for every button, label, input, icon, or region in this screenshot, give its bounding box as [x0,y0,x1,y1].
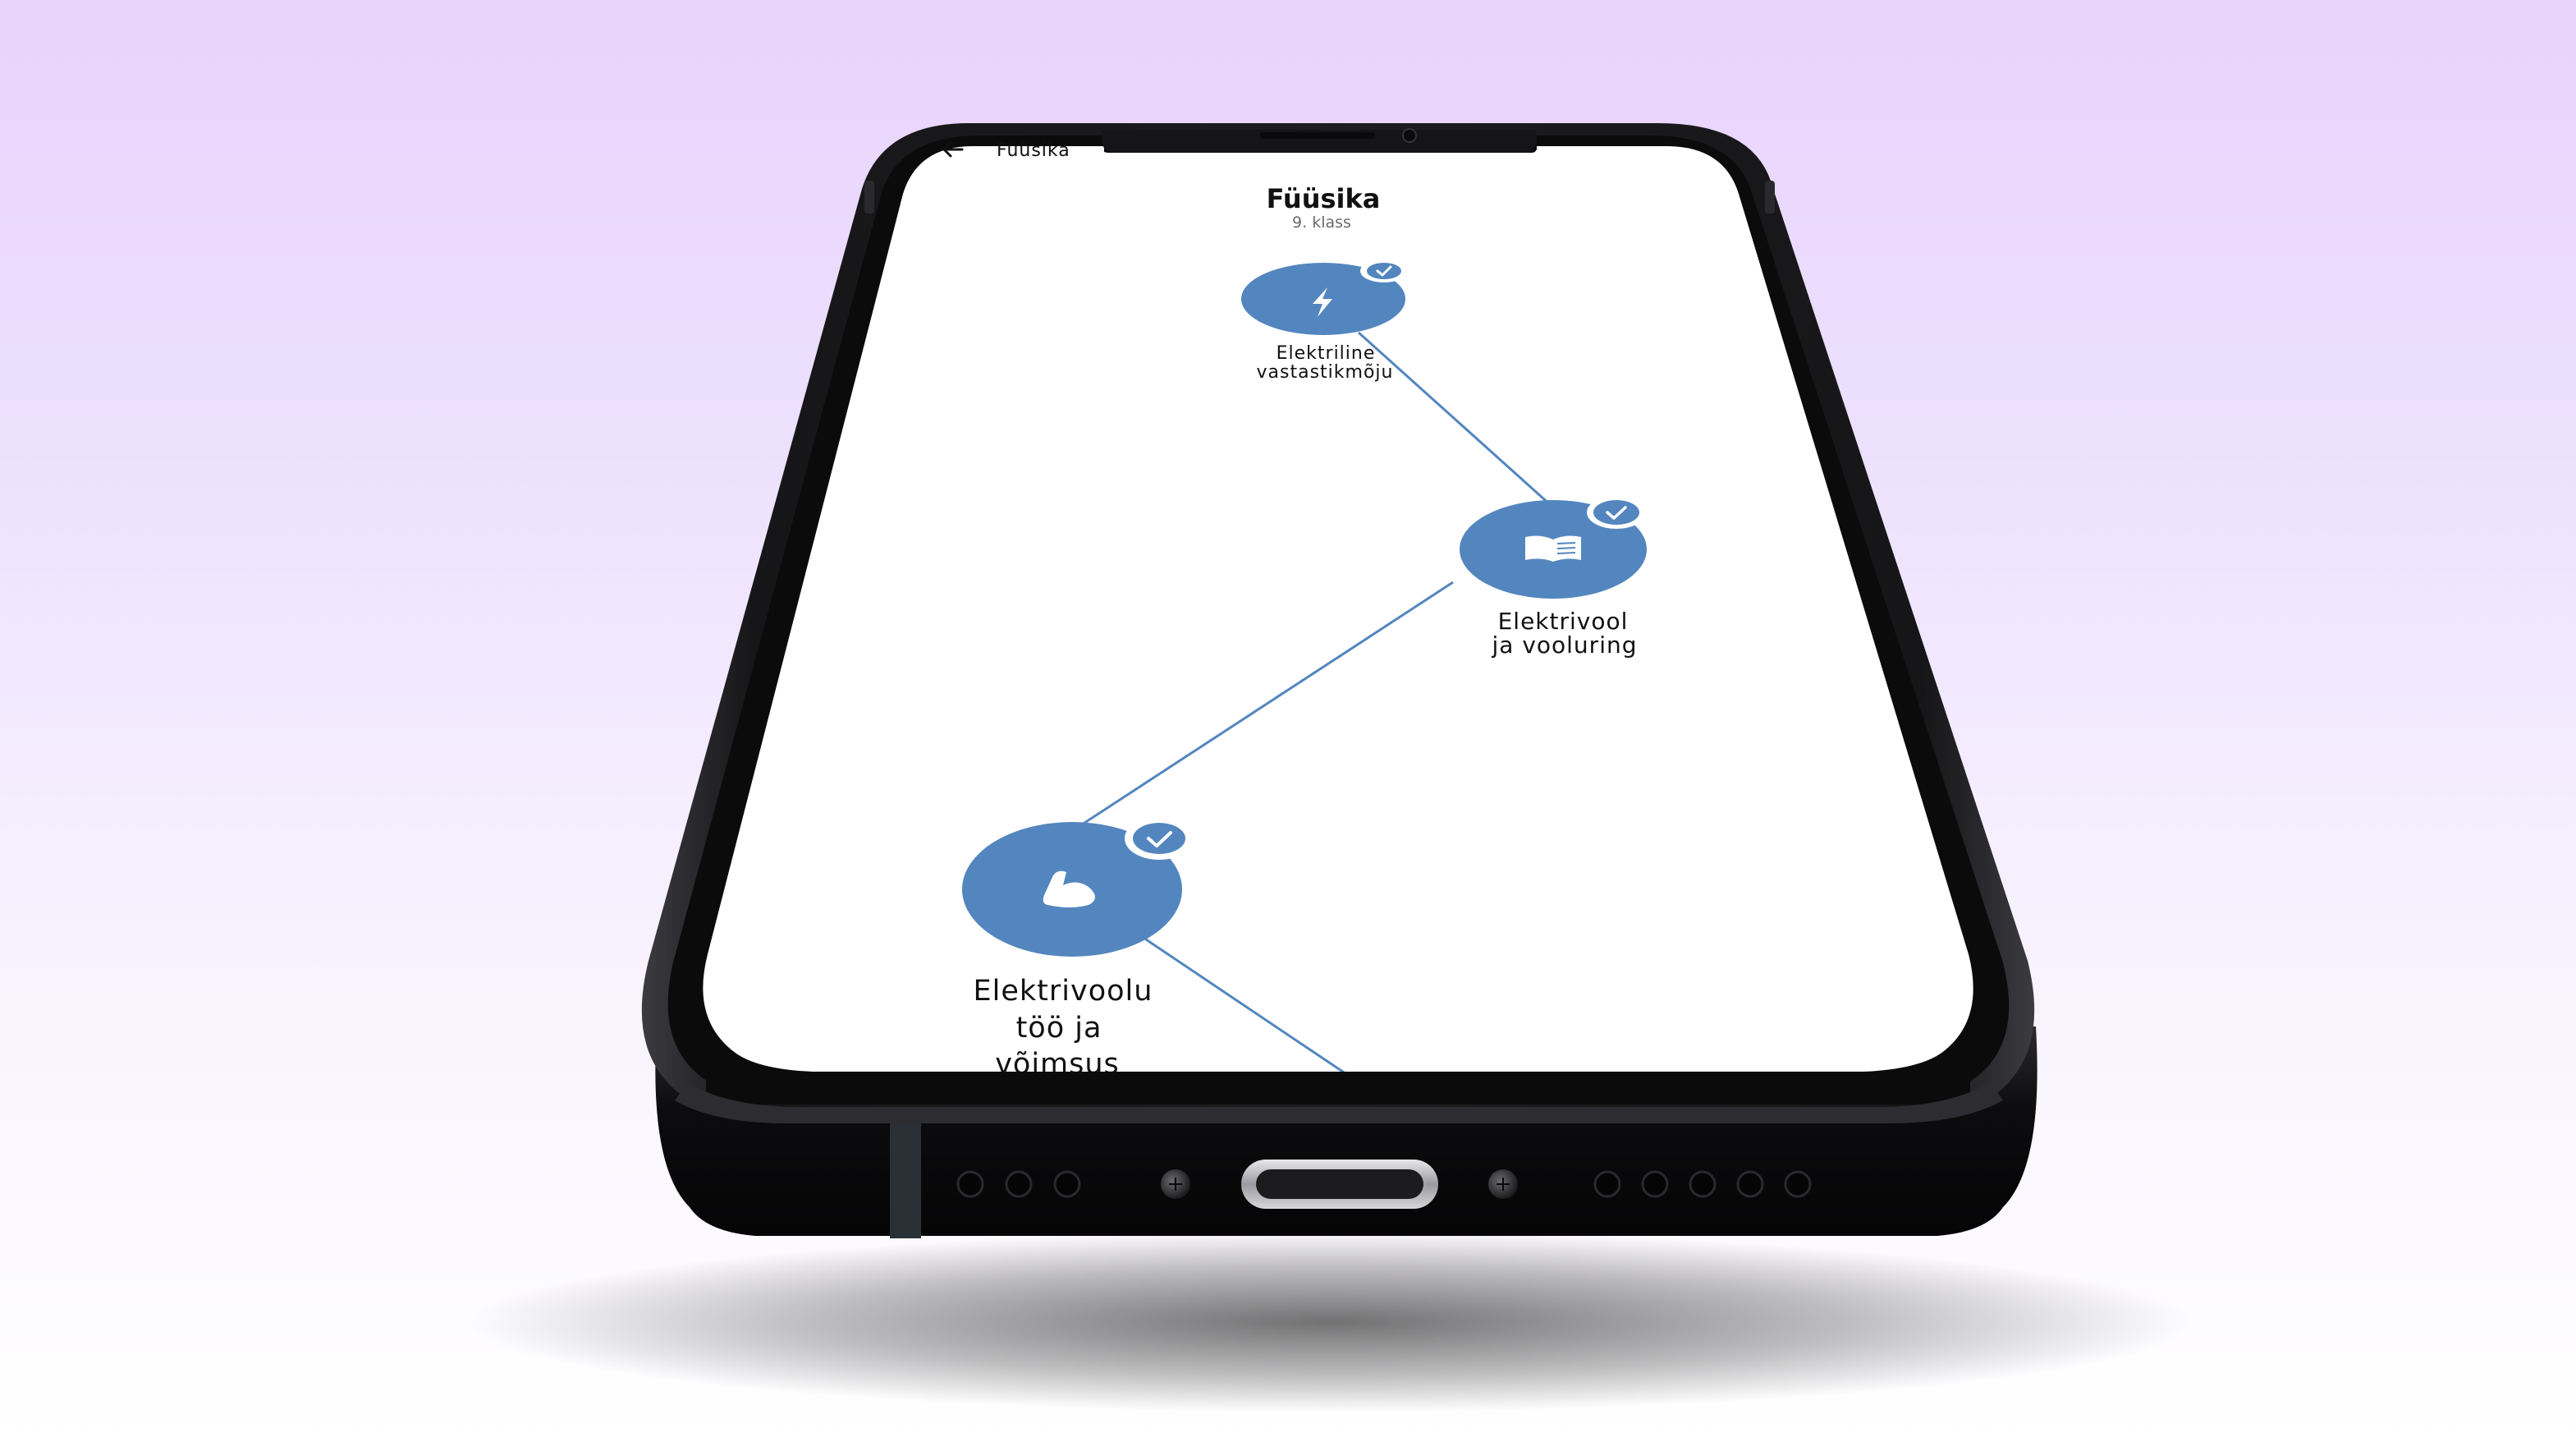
topic-label: vastastikmõju [1257,362,1394,383]
topic-label: Elektriline [1277,343,1376,364]
path-segment [1079,581,1454,828]
topic-node-1[interactable]: Elektriline vastastikmõju [1241,259,1408,383]
side-button-right [1765,181,1775,214]
topic-label: ja vooluring [1491,631,1637,659]
side-button [864,181,874,214]
lightning-icon [1313,287,1332,317]
back-button[interactable]: Füüsika [942,140,1070,161]
page-subtitle: 9. klass [1292,214,1351,232]
topic-label: Elektrivoolu [974,975,1153,1008]
back-arrow-icon [942,141,964,158]
charging-port-inner [1256,1169,1423,1199]
frame-bottom-lip [675,1082,2003,1123]
completed-badge [1360,259,1408,282]
device-notch [1102,130,1537,153]
antenna-band [890,1117,921,1238]
speaker-holes-right [1593,1170,1812,1198]
speaker-holes-left [956,1170,1081,1198]
screen-bottom-mask [706,1072,1970,1104]
back-label: Füüsika [997,140,1070,161]
page-title: Füüsika [1267,183,1381,214]
device-shadow [468,1232,2192,1412]
topic-node-2[interactable]: Elektrivool ja vooluring [1460,496,1647,659]
book-icon [1525,535,1581,562]
speaker-grille [1260,132,1375,139]
checkmark-icon [1147,831,1172,847]
topic-label: töö ja [1016,1012,1102,1045]
path-segment [1143,936,1359,1084]
completed-badge [1587,496,1646,529]
checkmark-icon [1606,506,1627,520]
completed-badge [1125,817,1194,860]
path-segment [1357,331,1553,507]
checkmark-icon [1376,265,1392,277]
topic-label: Elektrivool [1498,608,1629,635]
topic-node-3[interactable]: Elektrivoolu töö ja võimsus [962,817,1194,1081]
flexed-arm-icon [1043,870,1095,907]
front-camera [1402,128,1417,143]
